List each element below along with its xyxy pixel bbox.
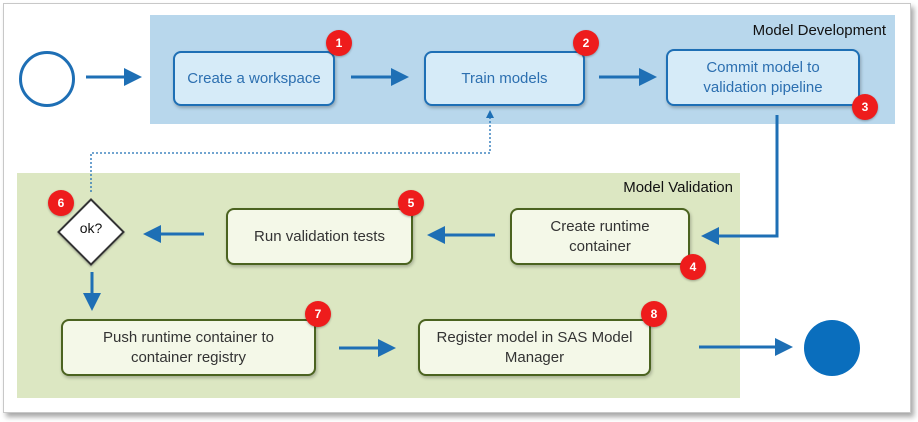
step-register-model[interactable]: Register model in SAS Model Manager xyxy=(418,319,651,376)
step-register-model-label: Register model in SAS Model Manager xyxy=(436,328,633,366)
badge-5: 5 xyxy=(398,190,424,216)
model-validation-title: Model Validation xyxy=(623,179,733,196)
badge-4: 4 xyxy=(680,254,706,280)
dotted-loop-decision-to-train xyxy=(90,110,494,192)
model-development-title: Model Development xyxy=(752,22,886,39)
step-create-runtime-label: Create runtime container xyxy=(550,217,650,255)
step-train-models-label: Train models xyxy=(461,69,548,87)
step-commit-model[interactable]: Commit model to validation pipeline xyxy=(666,49,860,106)
step-create-runtime-container[interactable]: Create runtime container xyxy=(510,208,690,265)
badge-6: 6 xyxy=(48,190,74,216)
badge-8: 8 xyxy=(641,301,667,327)
step-push-container-label: Push runtime container to container regi… xyxy=(103,328,274,366)
step-train-models[interactable]: Train models xyxy=(424,51,585,106)
badge-3: 3 xyxy=(852,94,878,120)
badge-2: 2 xyxy=(573,30,599,56)
badge-1: 1 xyxy=(326,30,352,56)
step-create-workspace[interactable]: Create a workspace xyxy=(173,51,335,106)
step-create-workspace-label: Create a workspace xyxy=(187,69,321,87)
step-run-validation-label: Run validation tests xyxy=(254,227,385,245)
step-push-runtime-container[interactable]: Push runtime container to container regi… xyxy=(61,319,316,376)
step-commit-model-label: Commit model to validation pipeline xyxy=(703,58,823,96)
badge-7: 7 xyxy=(305,301,331,327)
decision-label: ok? xyxy=(79,220,103,236)
end-node xyxy=(804,320,860,376)
arrow-commit-to-runtime xyxy=(701,115,779,245)
start-node xyxy=(19,51,75,107)
step-run-validation-tests[interactable]: Run validation tests xyxy=(226,208,413,265)
